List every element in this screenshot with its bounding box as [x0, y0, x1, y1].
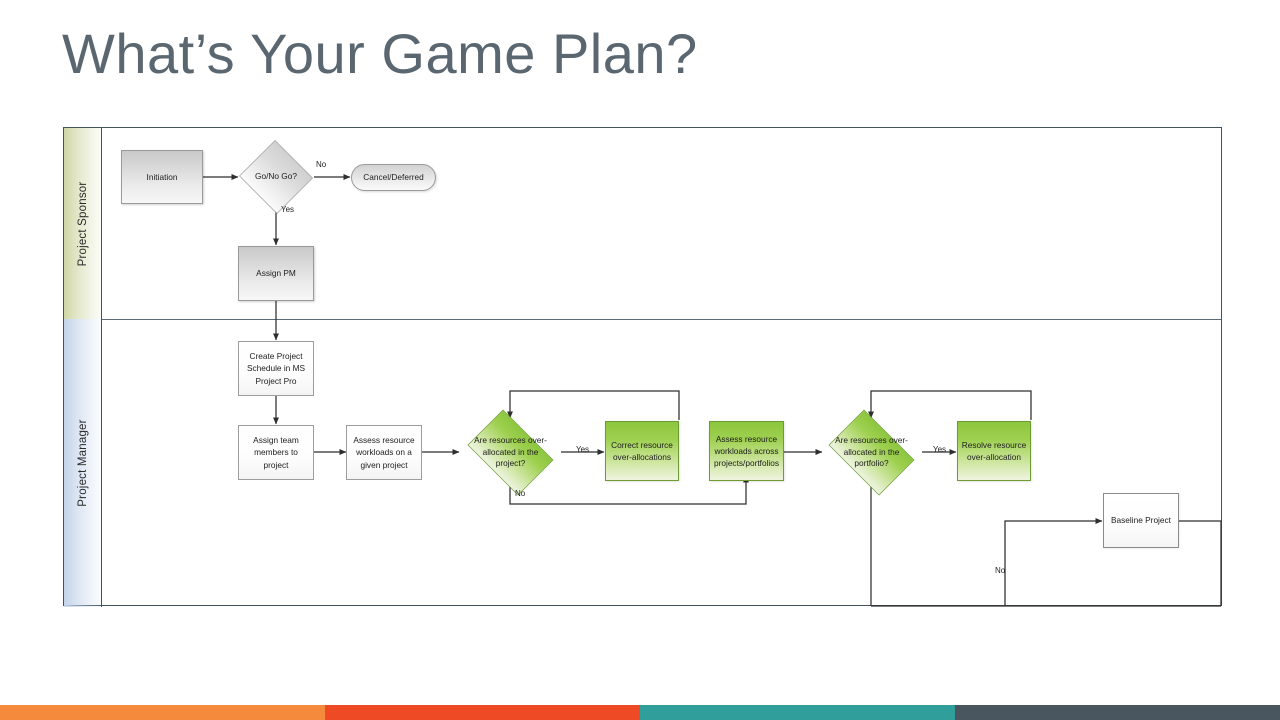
node-label: Initiation: [146, 171, 178, 182]
edge-resolve-back-to-decision2: [868, 390, 1032, 420]
node-label: Baseline Project: [1111, 515, 1171, 526]
edge-label-project-no: No: [515, 489, 526, 498]
swimlane-diagram: Project Sponsor Project Manager: [63, 127, 1222, 607]
connector-layer: [203, 174, 1222, 607]
node-label: Cancel/Deferred: [363, 172, 424, 183]
node-decision-over-allocated-portfolio[interactable]: Are resources over-allocated in the port…: [821, 409, 922, 496]
node-initiation[interactable]: Initiation: [121, 150, 203, 204]
node-label: Assign PM: [256, 268, 296, 279]
node-correct-resource-over-allocations[interactable]: Correct resource over-allocations: [605, 421, 679, 481]
node-label: Go/No Go?: [255, 171, 297, 182]
edge-label-portfolio-yes: Yes: [933, 445, 947, 454]
edge-label-portfolio-no: No: [995, 566, 1006, 575]
page-title: What’s Your Game Plan?: [62, 22, 698, 85]
node-resolve-resource-over-allocation[interactable]: Resolve resource over-allocation: [957, 421, 1031, 481]
node-assign-pm[interactable]: Assign PM: [238, 246, 314, 301]
node-assign-team-members[interactable]: Assign team members to project: [238, 425, 314, 480]
node-label: Create Project Schedule in MS Project Pr…: [246, 351, 306, 386]
edge-correct-back-to-decision1: [507, 390, 680, 420]
bar-segment-slate: [955, 705, 1280, 720]
node-cancel-deferred[interactable]: Cancel/Deferred: [351, 164, 436, 191]
edge-label-go-no-go-no: No: [316, 160, 327, 169]
node-label: Resolve resource over-allocation: [961, 439, 1027, 462]
node-baseline-project[interactable]: Baseline Project: [1103, 493, 1179, 548]
node-label: Correct resource over-allocations: [611, 439, 673, 462]
node-assess-resource-workloads-portfolio[interactable]: Assess resource workloads across project…: [709, 421, 784, 481]
node-label: Assign team members to project: [253, 435, 299, 470]
bar-segment-teal: [640, 705, 955, 720]
node-go-no-go[interactable]: Go/No Go?: [238, 140, 314, 214]
node-label: Are resources over-allocated in the proj…: [474, 434, 547, 469]
edge-baseline-to-rail: [1178, 520, 1222, 606]
bar-segment-red-orange: [325, 705, 640, 720]
edge-decision1-no-to-assess-portfolio: [509, 475, 749, 505]
edge-label-go-no-go-yes: Yes: [281, 205, 295, 214]
edge-no-rail-to-baseline: [1004, 518, 1103, 606]
node-label: Assess resource workloads on a given pro…: [353, 435, 415, 470]
node-label: Assess resource workloads across project…: [713, 433, 780, 468]
edge-label-project-yes: Yes: [576, 445, 590, 454]
swimlane-band-project-manager: Project Manager: [64, 319, 102, 607]
swimlane-band-project-sponsor: Project Sponsor: [64, 128, 102, 319]
swimlane-divider: [102, 319, 1221, 320]
node-label: Are resources over-allocated in the port…: [835, 434, 908, 469]
node-create-project-schedule[interactable]: Create Project Schedule in MS Project Pr…: [238, 341, 314, 396]
node-decision-over-allocated-project[interactable]: Are resources over-allocated in the proj…: [460, 409, 561, 496]
node-assess-resource-workloads-project[interactable]: Assess resource workloads on a given pro…: [346, 425, 422, 480]
bar-segment-orange: [0, 705, 325, 720]
bottom-color-bar: [0, 705, 1280, 720]
